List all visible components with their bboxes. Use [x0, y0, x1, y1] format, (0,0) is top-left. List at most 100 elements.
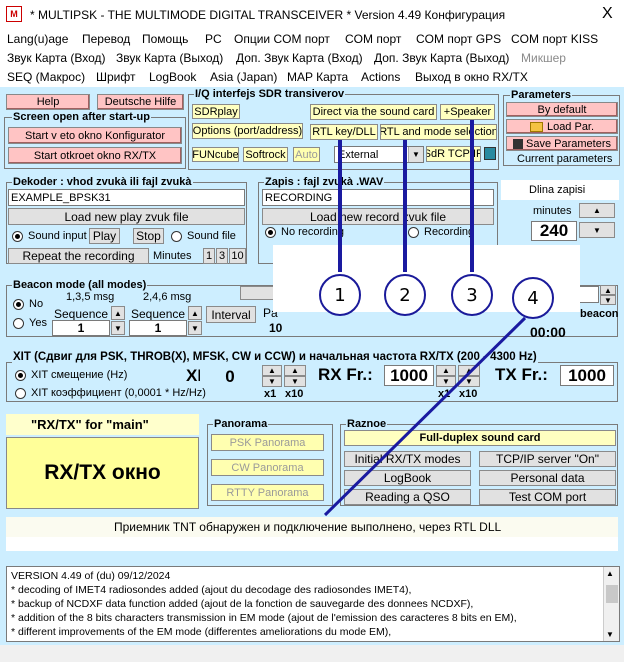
start-konfigurator-button[interactable]: Start v eto okno Konfigurator [8, 127, 182, 144]
xit-offset-radio[interactable] [15, 370, 26, 381]
sdrplay-button[interactable]: SDRplay [192, 104, 240, 119]
beacon-right-up-icon[interactable]: ▲ [600, 285, 616, 295]
dlina-value-field[interactable]: 240 [531, 221, 577, 241]
rtl-key-button[interactable]: RTL key/DLL [310, 124, 378, 140]
interval-button[interactable]: Interval [206, 306, 256, 323]
logbook-button[interactable]: LogBook [344, 470, 471, 486]
minutes-3-button[interactable]: 3 [216, 248, 228, 264]
auto-button[interactable]: Auto [293, 147, 320, 162]
rtty-panorama-button[interactable]: RTTY Panorama [211, 484, 324, 501]
sound-file-radio[interactable] [171, 231, 182, 242]
menu-com-kiss[interactable]: COM порт KISS [511, 32, 599, 46]
initial-modes-button[interactable]: Initial RX/TX modes [344, 451, 471, 467]
rxtx-window-button[interactable]: RX/TX окно [6, 437, 199, 509]
menu-aux-soundcard-in[interactable]: Доп. Звук Карта (Вход) [236, 51, 363, 65]
sound-input-radio[interactable] [12, 231, 23, 242]
play-button[interactable]: Play [89, 228, 120, 244]
menu-help[interactable]: Помощь [142, 32, 189, 46]
xit-x10-down-icon[interactable]: ▼ [284, 376, 306, 387]
xit-value-field[interactable]: 0 [200, 366, 260, 387]
softrock-button[interactable]: Softrock [243, 147, 288, 162]
close-icon[interactable]: X [602, 5, 613, 22]
sdr-tcpip-checkbox[interactable] [484, 147, 496, 160]
direct-soundcard-button[interactable]: Direct via the sound card [310, 104, 437, 120]
options-port-button[interactable]: Options (port/address) [192, 123, 303, 139]
beacon-right-down-icon[interactable]: ▼ [600, 295, 616, 305]
by-default-button[interactable]: By default [506, 102, 618, 117]
cw-panorama-button[interactable]: CW Panorama [211, 459, 324, 476]
beacon-yes-radio[interactable] [13, 318, 24, 329]
repeat-recording-button[interactable]: Repeat the recording [8, 248, 149, 264]
scroll-thumb[interactable] [606, 585, 618, 603]
menu-actions[interactable]: Actions [361, 70, 401, 84]
beacon-seq1-field[interactable]: 1 [52, 320, 110, 336]
menu-translate[interactable]: Перевод [82, 32, 131, 46]
speaker-button[interactable]: +Speaker [440, 104, 495, 120]
psk-panorama-button[interactable]: PSK Panorama [211, 434, 324, 451]
recording-radio[interactable] [408, 227, 419, 238]
rx-x10-up-icon[interactable]: ▲ [458, 365, 480, 376]
menu-com-port[interactable]: COM порт [345, 32, 402, 46]
minutes-1-button[interactable]: 1 [203, 248, 215, 264]
personal-data-button[interactable]: Personal data [479, 470, 616, 486]
menu-language[interactable]: Lang(u)age [7, 32, 69, 46]
menu-asia[interactable]: Asia (Japan) [210, 70, 278, 84]
menu-aux-soundcard-out[interactable]: Доп. Звук Карта (Выход) [374, 51, 510, 65]
menu-pc[interactable]: PC [205, 32, 222, 46]
load-par-button[interactable]: Load Par. [506, 119, 618, 134]
minutes-10-button[interactable]: 10 [229, 248, 246, 264]
xit-x1-down-icon[interactable]: ▼ [262, 376, 282, 387]
menu-exit-rxtx[interactable]: Выход в окно RX/TX [415, 70, 528, 84]
start-rxtx-button[interactable]: Start otkroet okno RX/TX [8, 147, 182, 164]
menu-seq-macro[interactable]: SEQ (Макрос) [7, 70, 86, 84]
menu-logbook[interactable]: LogBook [149, 70, 197, 84]
help-button[interactable]: Help [6, 94, 90, 110]
xit-coef-radio[interactable] [15, 388, 26, 399]
rx-x10-down-icon[interactable]: ▼ [458, 376, 480, 387]
rtl-mode-button[interactable]: RTL and mode selection [380, 124, 497, 140]
load-record-file-button[interactable]: Load new record zvuk file [262, 208, 494, 225]
sdr-tcpip-button[interactable]: SdR TCP/IP [426, 146, 481, 162]
tcpip-server-button[interactable]: TCP/IP server "On" [479, 451, 616, 467]
dlina-down-icon[interactable]: ▼ [579, 222, 615, 238]
stop-button[interactable]: Stop [133, 228, 164, 244]
scroll-down-icon[interactable]: ▼ [606, 630, 614, 639]
rx-x1-up-icon[interactable]: ▲ [436, 365, 456, 376]
beacon-seq1-down-icon[interactable]: ▼ [111, 321, 125, 335]
menu-mixer[interactable]: Микшер [521, 51, 566, 65]
beacon-seq2-field[interactable]: 1 [129, 320, 187, 336]
tx-freq-field[interactable]: 1000 [560, 365, 614, 386]
recording-label: Recording [424, 226, 475, 238]
reading-qso-button[interactable]: Reading a QSO [344, 489, 471, 505]
rx-freq-field[interactable]: 1000 [384, 365, 434, 386]
rx-x1-down-icon[interactable]: ▼ [436, 376, 456, 387]
full-duplex-button[interactable]: Full-duplex sound card [344, 430, 616, 446]
menu-soundcard-in[interactable]: Звук Карта (Вход) [7, 51, 106, 65]
no-recording-radio[interactable] [265, 227, 276, 238]
menu-com-options[interactable]: Опции COM порт [234, 32, 330, 46]
funcube-button[interactable]: FUNcube [192, 147, 239, 162]
beacon-no-radio[interactable] [13, 299, 24, 310]
record-file-field[interactable]: RECORDING [262, 189, 494, 206]
menu-com-gps[interactable]: COM порт GPS [416, 32, 502, 46]
external-select[interactable]: External ▼ [334, 146, 424, 163]
dlina-up-icon[interactable]: ▲ [579, 203, 615, 218]
menu-map[interactable]: MAP Карта [287, 70, 349, 84]
beacon-seq2-down-icon[interactable]: ▼ [188, 321, 202, 335]
save-parameters-button[interactable]: Save Parameters [506, 136, 618, 151]
menu-soundcard-out[interactable]: Звук Карта (Выход) [116, 51, 224, 65]
test-com-button[interactable]: Test COM port [479, 489, 616, 505]
beacon-seq1-up-icon[interactable]: ▲ [111, 306, 125, 320]
scroll-up-icon[interactable]: ▲ [606, 569, 614, 578]
xit-x10-up-icon[interactable]: ▲ [284, 365, 306, 376]
beacon-seq2-up-icon[interactable]: ▲ [188, 306, 202, 320]
xit-x1-up-icon[interactable]: ▲ [262, 365, 282, 376]
load-play-file-button[interactable]: Load new play zvuk file [8, 208, 245, 225]
menu-font[interactable]: Шрифт [96, 70, 136, 84]
beacon-hidden-button[interactable] [240, 286, 275, 300]
beacon-seq1-label: Sequence [54, 307, 109, 321]
version-log[interactable]: VERSION 4.49 of (du) 09/12/2024 * decodi… [6, 566, 620, 642]
deutsche-hilfe-button[interactable]: Deutsche Hilfe [97, 94, 184, 110]
log-scrollbar[interactable]: ▲ ▼ [603, 567, 619, 641]
decoder-file-field[interactable]: EXAMPLE_BPSK31 [8, 189, 245, 206]
